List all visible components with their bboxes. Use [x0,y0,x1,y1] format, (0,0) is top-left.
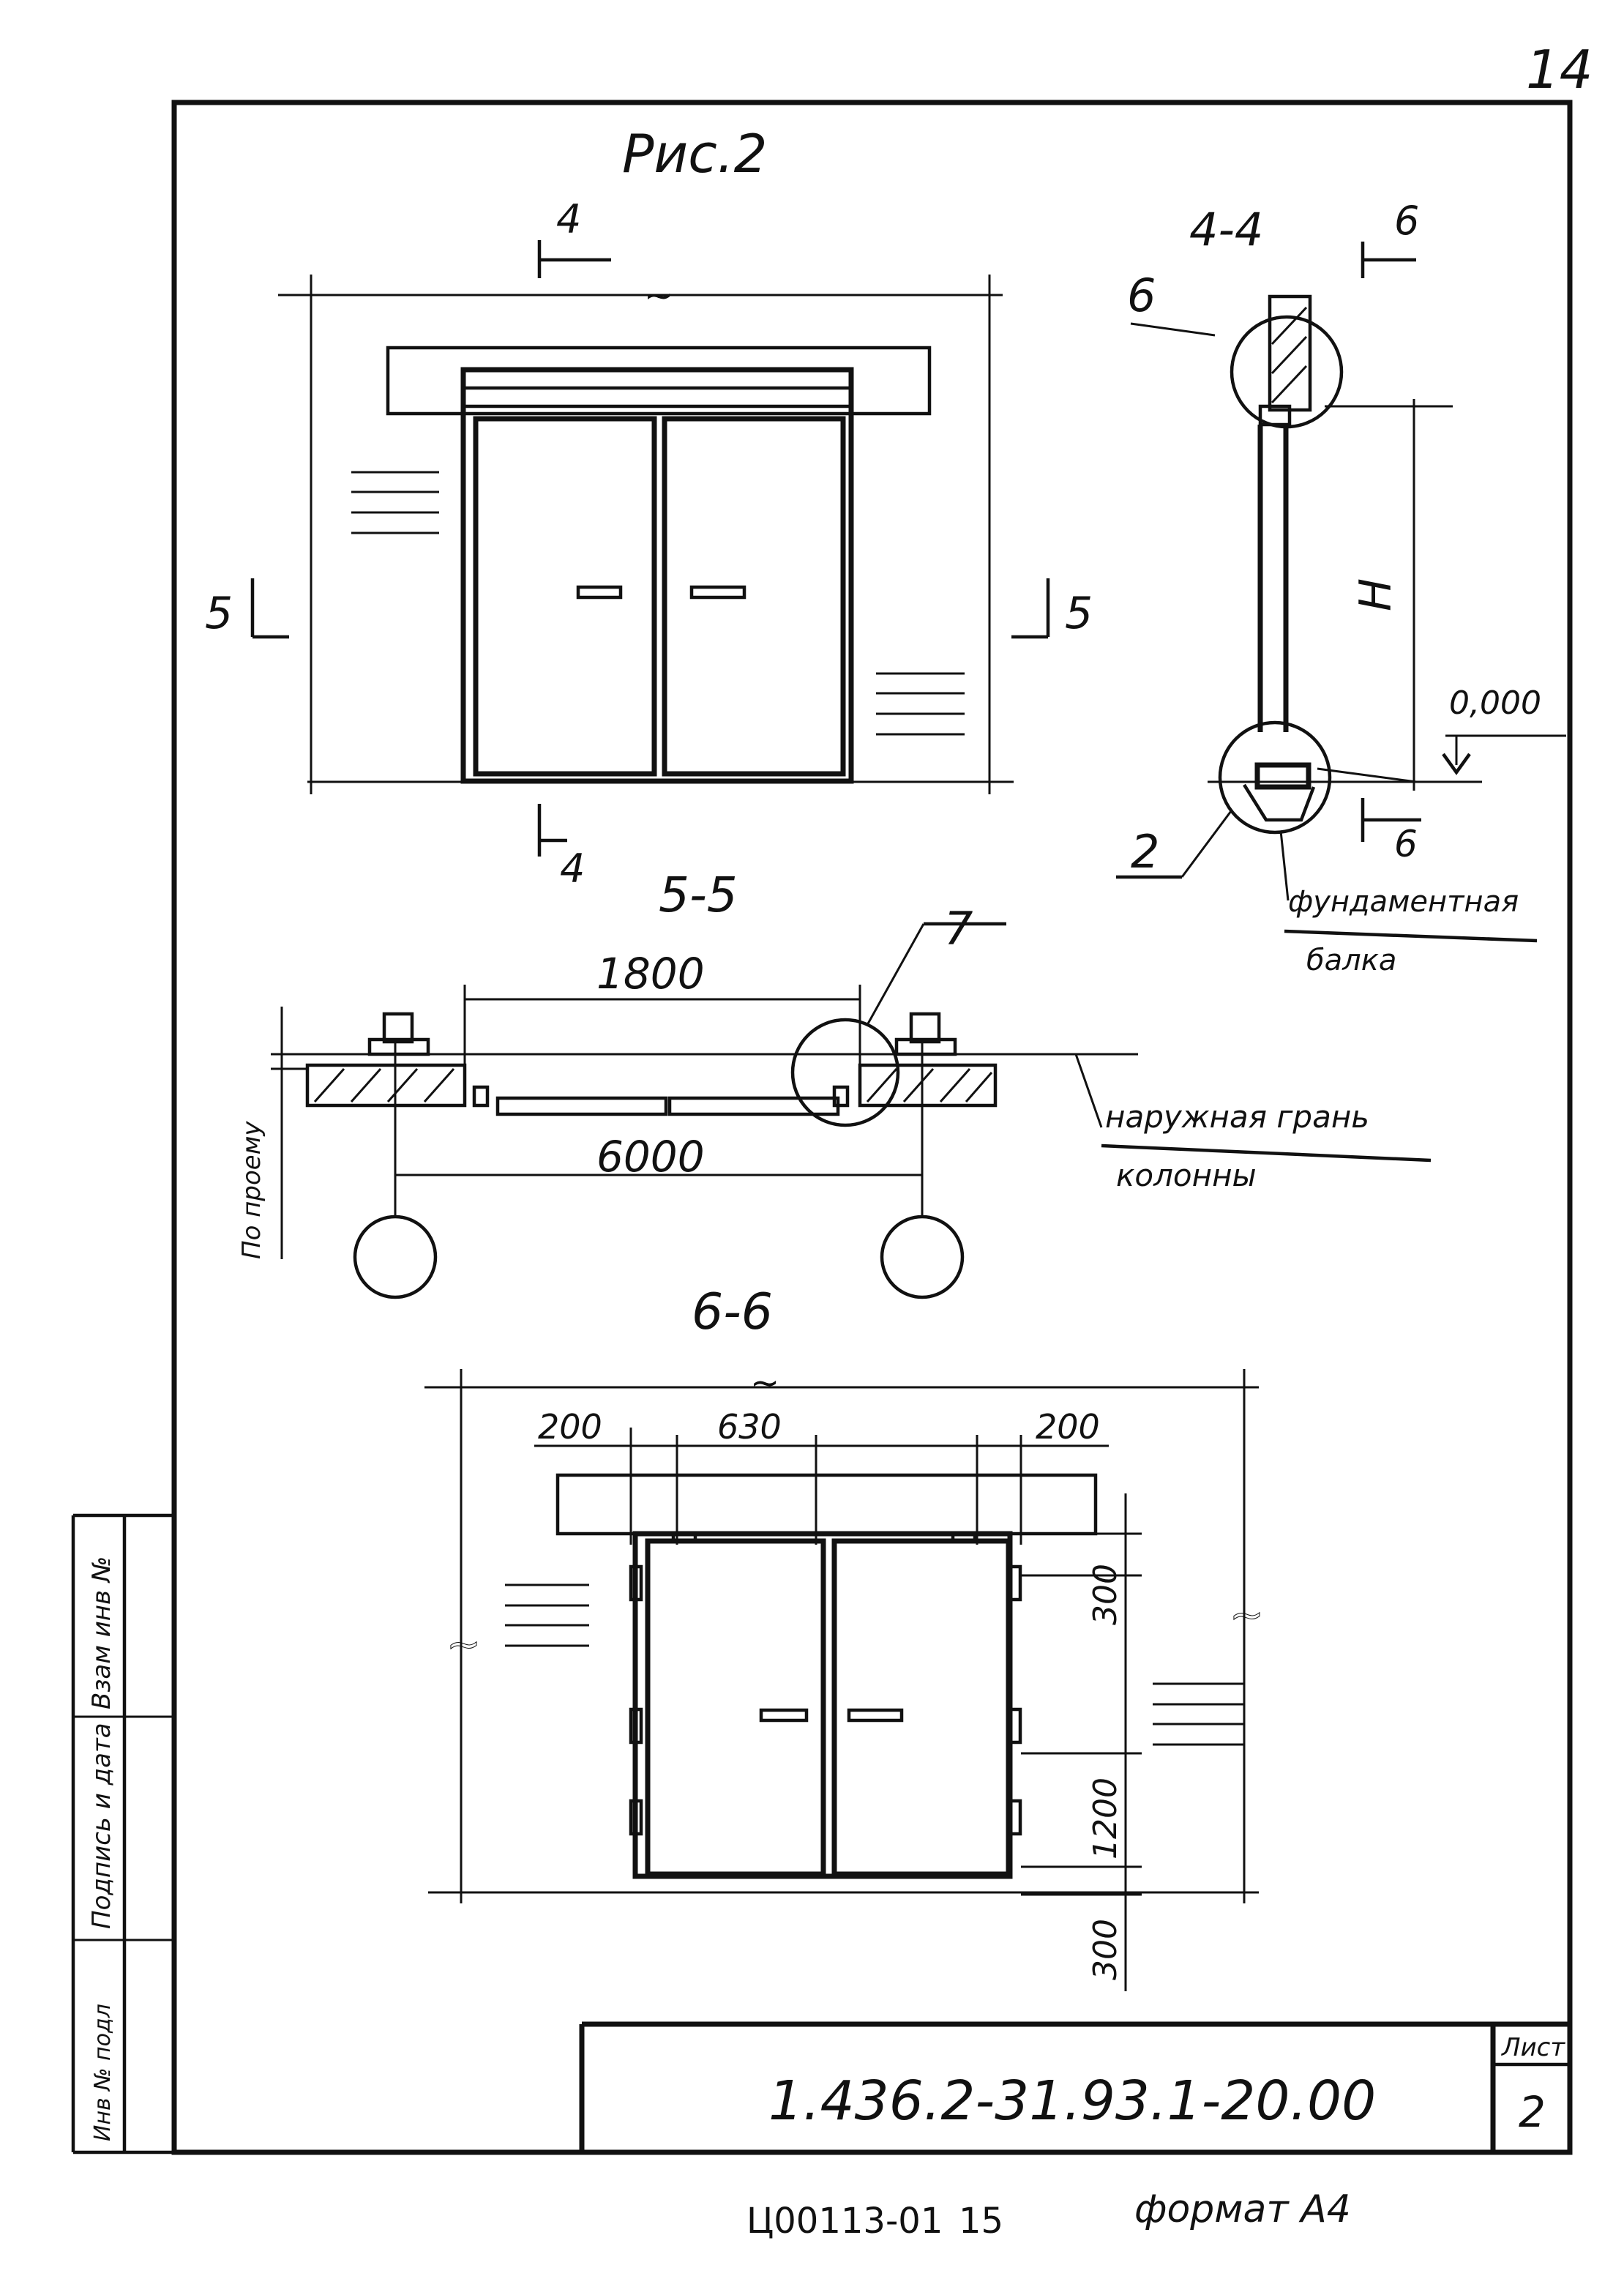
callout-2-label: 2 [1131,825,1159,878]
edge-label-line2: колонны [1116,1157,1257,1193]
door-leaf-right-66 [831,1538,1011,1877]
section-6-6-title: 6-6 [692,1283,773,1341]
elevation-top: ~ 4 4 5 [205,196,1093,892]
drawing-code: 1.436.2-31.93.1-20.00 [768,2070,1376,2133]
plan-5-5-title: 5-5 [659,867,738,923]
dim-300-top: 300 [1087,1564,1124,1625]
dim-1200: 1200 [1087,1777,1124,1859]
door-handle-right-section-66 [847,1708,904,1723]
beam-label-line1: фундаментная [1288,885,1519,919]
stamp-inventory-label: Инв № подл [90,2004,116,2141]
door-handle-right [689,585,746,600]
column-right [880,1215,965,1299]
section-4-4: 4-4 6 6 H 0,000 6 2 [1116,198,1566,977]
door-leaf-right [662,416,846,777]
level-mark: 0,000 [1449,684,1541,722]
edge-label-line1: наружная грань [1105,1099,1369,1135]
beam-label-line2: балка [1306,944,1396,977]
lintel-66 [555,1473,1098,1536]
title-block: 1.436.2-31.93.1-20.00 Лист 2 [579,2021,1570,2152]
cut-4-bottom-label: 4 [560,846,585,892]
archive-code: Ц00113-01 [746,2201,943,2242]
cut-6-top-label: 6 [1394,198,1419,244]
detail-circle-2 [1218,720,1332,835]
dim-200-left: 200 [538,1407,602,1447]
break-left-66: ~ [446,1621,481,1668]
section-4-4-title: 4-4 [1189,203,1263,256]
figure-label: Рис.2 [622,123,768,184]
stamp-replace-label: Взам инв № [87,1556,116,1709]
wall-marks [351,471,965,736]
door-leaf-left [473,416,657,777]
door-handle-left [576,585,623,600]
format-label: формат А4 [1134,2187,1351,2231]
dim-630: 630 [717,1407,782,1447]
side-label: По проему [237,1121,266,1259]
callout-6-label: 6 [1127,269,1156,322]
cut-5-right-label: 5 [1065,588,1093,639]
page-number: 14 [1526,39,1593,100]
dim-span-label: 6000 [596,1132,705,1182]
sheet-label: Лист [1500,2033,1565,2062]
break-mark-66: ~ [750,1362,779,1403]
margin-stamp: Взам инв № Подпись и дата Инв № подл [71,1513,174,2154]
plan-5-5: 5-5 1800 7 6000 [237,867,1432,1299]
sheet-frame [171,100,1573,2155]
break-right-66: ~ [1230,1592,1264,1639]
dim-300-bottom: 300 [1087,1919,1124,1980]
column-left [353,1215,438,1299]
break-mark-top: ~ [644,275,673,316]
section-6-6: 6-6 ~ 200 630 200 [424,1283,1264,1991]
height-label: H [1350,578,1402,611]
dim-opening-label: 1800 [596,949,705,999]
archive-page: 15 [959,2201,1003,2242]
callout-7-label: 7 [944,902,973,955]
cut-5-left-label: 5 [205,588,233,639]
door-leaf-left-66 [645,1538,826,1877]
door-frame [460,367,854,784]
cut-6-bottom-label: 6 [1394,823,1418,865]
stamp-signature-label: Подпись и дата [87,1723,116,1929]
cut-4-top-label: 4 [556,196,581,242]
lintel [386,346,932,416]
dim-200-right: 200 [1036,1407,1100,1447]
sheet-number: 2 [1519,2087,1546,2137]
door-handle-left-section-66 [759,1708,809,1723]
detail-circle-7 [790,1018,900,1127]
